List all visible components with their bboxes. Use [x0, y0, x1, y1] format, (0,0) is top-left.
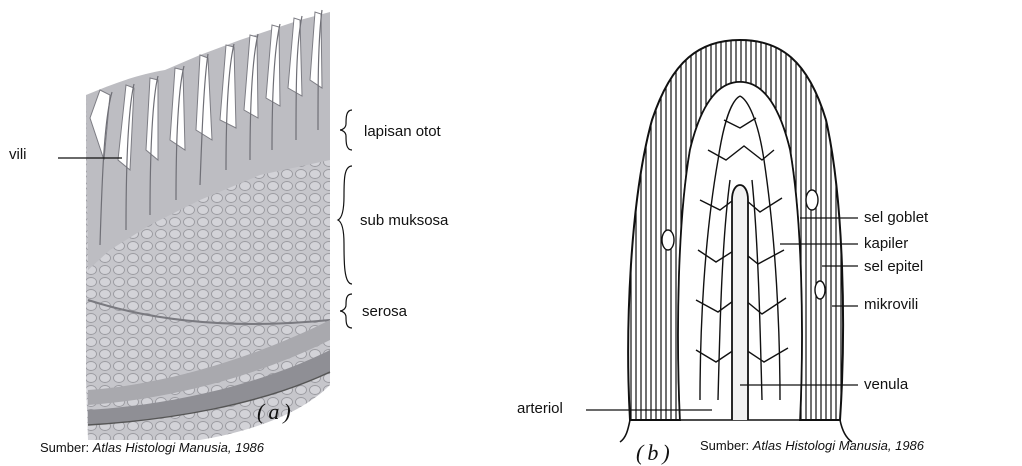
brace-serosa: [340, 294, 352, 328]
label-arteriol: arteriol: [517, 401, 563, 416]
panel-a-micrograph: [86, 10, 330, 440]
panel-b-villus-drawing: [620, 40, 852, 442]
label-mikrovili: mikrovili: [864, 297, 918, 312]
figure-label-b: (b): [636, 440, 674, 466]
source-prefix-a: Sumber:: [40, 440, 93, 455]
figure-label-a: (a): [257, 399, 295, 425]
label-serosa: serosa: [362, 304, 407, 319]
label-kapiler: kapiler: [864, 236, 908, 251]
label-lapisan-otot: lapisan otot: [364, 124, 441, 139]
source-title-a: Atlas Histologi Manusia, 1986: [93, 440, 264, 455]
source-title-b: Atlas Histologi Manusia, 1986: [753, 438, 924, 453]
label-sel-epitel: sel epitel: [864, 259, 923, 274]
brace-lapisan-otot: [340, 110, 352, 150]
source-caption-b: Sumber: Atlas Histologi Manusia, 1986: [700, 438, 924, 453]
brace-sub-muksosa: [338, 166, 352, 284]
label-venula: venula: [864, 377, 908, 392]
label-sel-goblet: sel goblet: [864, 210, 928, 225]
label-sub-muksosa: sub muksosa: [360, 213, 448, 228]
source-caption-a: Sumber: Atlas Histologi Manusia, 1986: [40, 440, 264, 455]
label-vili: vili: [9, 147, 27, 162]
source-prefix-b: Sumber:: [700, 438, 753, 453]
